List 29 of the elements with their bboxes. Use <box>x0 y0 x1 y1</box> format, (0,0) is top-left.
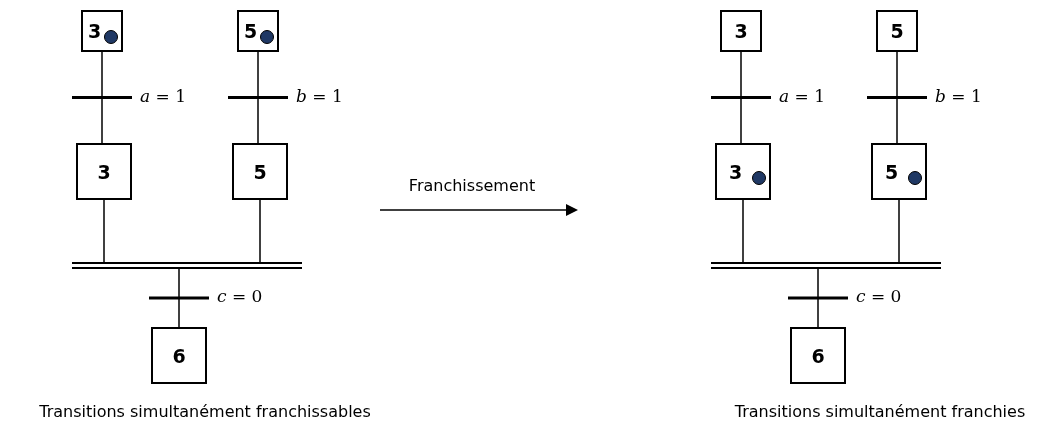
token-dot <box>752 170 766 185</box>
step-box <box>151 327 207 384</box>
step-number: 6 <box>171 344 187 367</box>
step-number: 5 <box>889 20 905 42</box>
token-dot <box>104 30 118 44</box>
token-dot <box>260 30 274 44</box>
step-box <box>232 143 288 200</box>
step-box <box>790 327 846 384</box>
step-number: 6 <box>810 344 826 367</box>
step-box <box>876 10 918 52</box>
step-box <box>76 143 132 200</box>
arrow-label: Franchissement <box>408 176 536 195</box>
step-box <box>871 143 927 200</box>
step-number: 3 <box>728 160 743 183</box>
synchronization-double-bar <box>72 262 302 269</box>
step-box <box>720 10 762 52</box>
synchronization-double-bar <box>711 262 941 269</box>
caption: Transitions simultanément franchies <box>734 402 1026 421</box>
step-number: 3 <box>87 20 102 42</box>
step-number: 5 <box>884 160 899 183</box>
step-number: 5 <box>252 160 268 183</box>
step-box <box>237 10 279 52</box>
step-number: 5 <box>243 20 258 42</box>
step-number: 3 <box>733 20 749 42</box>
step-box <box>81 10 123 52</box>
token-dot <box>908 170 922 185</box>
step-box <box>715 143 771 200</box>
step-number: 3 <box>96 160 112 183</box>
caption: Transitions simultanément franchissables <box>39 402 371 421</box>
